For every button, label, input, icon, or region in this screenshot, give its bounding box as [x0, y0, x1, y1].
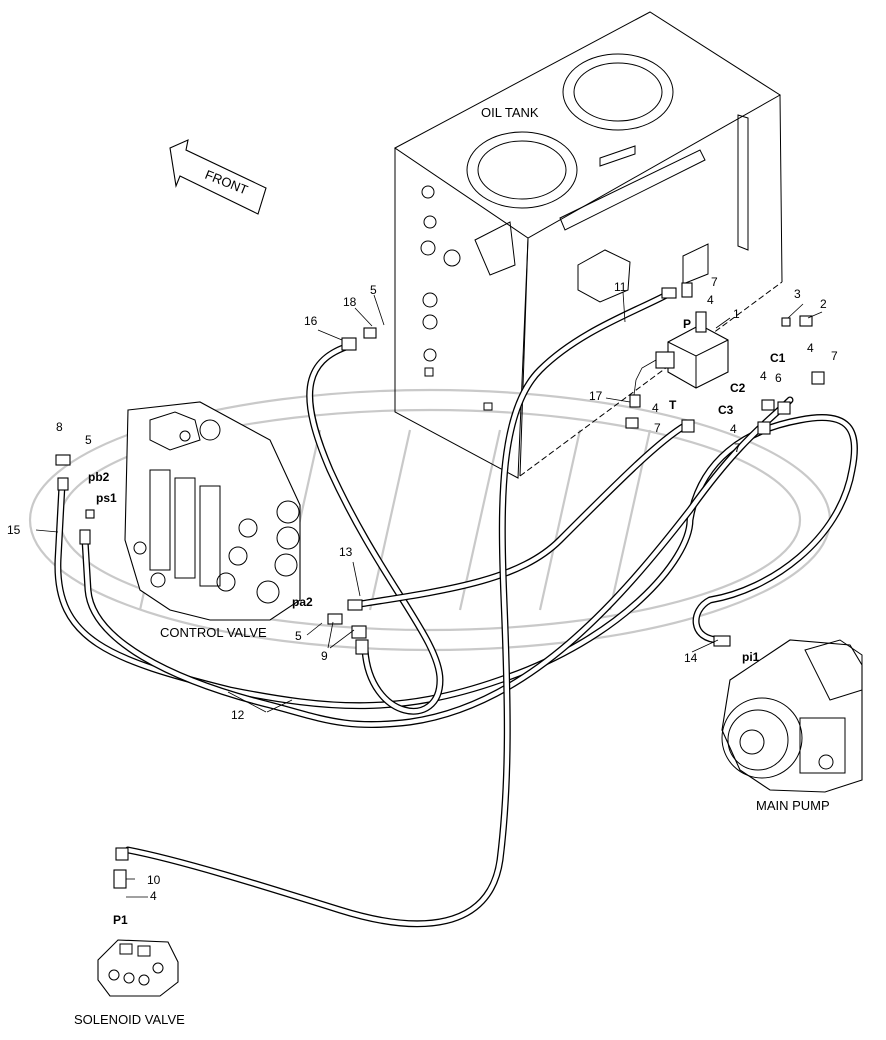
part-13: 13 — [339, 545, 353, 559]
control-valve-label: CONTROL VALVE — [160, 625, 267, 640]
part-5-tank: 5 — [370, 283, 377, 297]
part-6: 6 — [775, 371, 782, 385]
hose-12 — [81, 396, 794, 729]
part-4-t: 4 — [652, 401, 659, 415]
port-p: P — [683, 317, 691, 331]
part-10: 10 — [147, 873, 161, 887]
port-pb2: pb2 — [88, 470, 110, 484]
part-12: 12 — [231, 708, 245, 722]
port-pa2: pa2 — [292, 595, 313, 609]
part-4-p1: 4 — [150, 889, 157, 903]
part-5-pa2: 5 — [295, 629, 302, 643]
part-1: 1 — [733, 307, 740, 321]
part-2: 2 — [820, 297, 827, 311]
hose-16 — [306, 341, 444, 715]
part-4-c2: 4 — [760, 369, 767, 383]
part-5-pb2: 5 — [85, 433, 92, 447]
selector-valve-block — [625, 311, 729, 429]
part-9: 9 — [321, 649, 328, 663]
port-c2: C2 — [730, 381, 746, 395]
front-arrow: FRONT — [169, 139, 267, 215]
part-7-p: 7 — [711, 275, 718, 289]
solenoid-valve-label: SOLENOID VALVE — [74, 1012, 185, 1027]
part-7-c3: 7 — [734, 441, 741, 455]
hose-11 — [124, 288, 676, 928]
port-c3: C3 — [718, 403, 734, 417]
hose-15 — [54, 413, 858, 710]
oil-tank — [394, 11, 783, 479]
port-t: T — [669, 398, 677, 412]
main-pump-label: MAIN PUMP — [756, 798, 830, 813]
part-3: 3 — [794, 287, 801, 301]
part-7-c1: 7 — [831, 349, 838, 363]
port-ps1: ps1 — [96, 491, 117, 505]
part-7-t: 7 — [654, 421, 661, 435]
main-pump — [721, 639, 863, 793]
port-pi1: pi1 — [742, 650, 760, 664]
part-14: 14 — [684, 651, 698, 665]
control-valve — [124, 401, 301, 621]
part-4-c3: 4 — [730, 422, 737, 436]
part-4-p: 4 — [707, 293, 714, 307]
leader-lines — [35, 291, 823, 898]
port-c1: C1 — [770, 351, 786, 365]
part-16: 16 — [304, 314, 318, 328]
solenoid-valve — [97, 939, 179, 997]
part-4-c1: 4 — [807, 341, 814, 355]
hose-13 — [356, 421, 690, 608]
part-8: 8 — [56, 420, 63, 434]
part-11: 11 — [614, 280, 627, 294]
oil-tank-label: OIL TANK — [481, 105, 539, 120]
port-p1: P1 — [113, 913, 128, 927]
part-18: 18 — [343, 295, 357, 309]
fittings — [55, 282, 825, 889]
part-17: 17 — [589, 389, 603, 403]
part-15: 15 — [7, 523, 21, 537]
